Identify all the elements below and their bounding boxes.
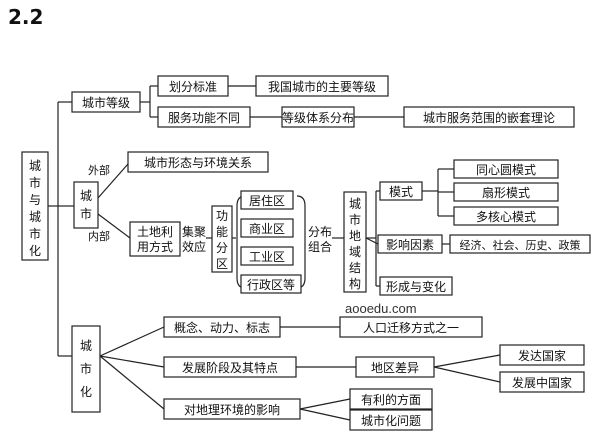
city-form-label: 城市形态与环境关系 [144,155,252,170]
model-node: 模式 [379,181,423,201]
formation-change-node: 形成与变化 [379,276,453,296]
service-function-node: 服务功能不同 [157,106,251,128]
favorable-node: 有利的方面 [349,388,433,410]
hierarchy-distribution-node: 等级体系分布 [281,106,355,128]
factors-node: 影响因素 [377,234,443,254]
zone-residential-node: 居住区 [240,190,294,210]
root-char: 市 [29,226,41,241]
division-standard-label: 划分标准 [169,80,217,94]
developing-label: 发展中国家 [512,375,572,390]
urbanization-node: 城 市 化 [71,325,101,413]
city-node: 城 市 [73,181,99,229]
inner-label: 内部 [88,229,110,243]
distribution-line: 分布 [308,225,332,239]
root-char: 城 [29,210,41,224]
function-zone-node: 功 能 分 区 [211,205,233,273]
outer-label: 外部 [88,163,110,177]
factors-result-node: 经济、社会、历史、政策 [449,234,591,254]
zone-admin-label: 行政区等 [247,278,295,292]
zone-industrial-label: 工业区 [249,250,285,264]
model-label: 模式 [389,185,413,199]
section-number: 2.2 [8,5,43,29]
sector-model-label: 扇形模式 [482,185,530,200]
nested-theory-node: 城市服务范围的嵌套理论 [403,106,575,128]
concentric-model-label: 同心圆模式 [476,163,536,177]
sector-model-node: 扇形模式 [453,182,559,202]
stages-node: 发展阶段及其特点 [163,356,297,378]
hierarchy-distribution-label: 等级体系分布 [282,111,354,125]
developed-node: 发达国家 [499,344,585,366]
impact-label: 对地理环境的影响 [184,402,280,417]
concept-node: 概念、动力、标志 [163,316,281,338]
main-city-levels-label: 我国城市的主要等级 [268,79,376,94]
urbanization-char: 城 [80,339,92,353]
service-function-label: 服务功能不同 [168,110,240,125]
city-char: 城 [80,189,92,203]
zone-industrial-node: 工业区 [240,246,294,266]
multi-nuclei-model-node: 多核心模式 [453,206,559,226]
root-node: 城 市 与 城 市 化 [21,151,49,261]
structure-char: 城 [349,197,361,211]
migration-node: 人口迁移方式之一 [339,316,483,338]
city-level-node: 城市等级 [71,91,141,113]
impact-node: 对地理环境的影响 [163,398,301,420]
problems-label: 城市化问题 [361,413,421,428]
structure-char: 结 [349,261,361,275]
city-char: 市 [80,206,92,221]
concept-label: 概念、动力、标志 [174,320,270,335]
root-char: 市 [29,175,41,190]
city-form-node: 城市形态与环境关系 [127,151,269,173]
land-use-line: 土地利 [137,225,173,239]
regional-difference-label: 地区差异 [371,361,419,375]
watermark: aooedu.com [345,301,417,316]
favorable-label: 有利的方面 [361,392,421,407]
zone-commercial-label: 商业区 [249,221,285,236]
function-zone-char: 能 [216,225,228,239]
distribution-line: 组合 [308,239,332,254]
city-level-label: 城市等级 [82,95,130,110]
division-standard-node: 划分标准 [157,75,229,97]
stages-label: 发展阶段及其特点 [182,360,278,375]
urban-structure-node: 城 市 地 域 结 构 [343,191,367,293]
main-city-levels-node: 我国城市的主要等级 [255,75,389,97]
zone-commercial-node: 商业区 [240,218,294,238]
problems-node: 城市化问题 [349,409,433,431]
developing-node: 发展中国家 [499,371,585,393]
land-use-node: 土地利 用方式 [129,221,181,257]
function-zone-char: 功 [216,209,228,223]
regional-difference-node: 地区差异 [355,356,435,378]
multi-nuclei-model-label: 多核心模式 [476,210,536,224]
structure-char: 地 [349,229,361,243]
root-char: 与 [29,193,41,207]
root-char: 城 [29,159,41,173]
connectors [48,85,501,421]
agglomeration-line: 效应 [182,239,206,254]
structure-char: 市 [349,212,361,227]
concentric-model-node: 同心圆模式 [453,159,559,179]
formation-change-label: 形成与变化 [386,279,446,294]
agglomeration-line: 集聚 [182,224,206,239]
nested-theory-label: 城市服务范围的嵌套理论 [423,110,555,125]
function-zone-char: 分 [216,241,228,255]
developed-label: 发达国家 [518,348,566,363]
migration-label: 人口迁移方式之一 [363,320,459,335]
function-zone-char: 区 [216,257,228,271]
factors-label: 影响因素 [386,237,434,252]
structure-char: 构 [349,276,361,291]
zone-residential-label: 居住区 [249,194,285,208]
zone-admin-node: 行政区等 [240,274,302,294]
root-char: 化 [29,244,41,258]
factors-result-label: 经济、社会、历史、政策 [460,238,581,252]
urbanization-char: 市 [80,361,92,376]
urbanization-char: 化 [80,385,92,399]
land-use-line: 用方式 [137,239,173,254]
structure-char: 域 [349,245,361,259]
